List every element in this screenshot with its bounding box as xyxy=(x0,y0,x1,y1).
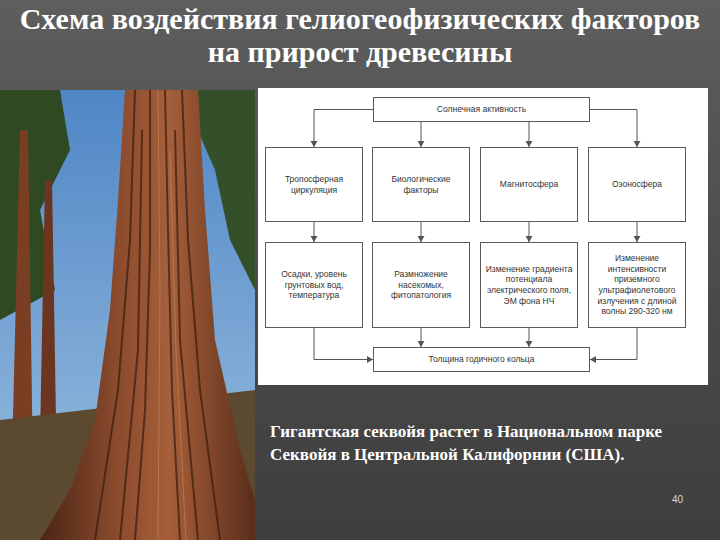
sequoia-trunk xyxy=(40,90,255,540)
sky xyxy=(0,90,255,540)
bark-furrows xyxy=(95,90,220,540)
factor-box: Тропосферная циркуляция xyxy=(265,147,363,222)
box-text: Биологические факторы xyxy=(377,174,465,195)
box-text: Магнитосфера xyxy=(485,179,573,190)
sequoia-photo xyxy=(0,90,255,540)
factor-box: Размножение насекомых, фитопатология xyxy=(372,242,470,328)
factor-box: Магнитосфера xyxy=(480,147,578,222)
photo-caption: Гигантская секвойя растет в Национальном… xyxy=(270,420,700,466)
diagram-panel xyxy=(258,88,708,385)
arrowhead xyxy=(590,356,596,363)
box-text: Солнечная активность xyxy=(378,104,585,115)
factor-box: Изменение интенсивности приземного ультр… xyxy=(588,242,686,328)
foliage xyxy=(0,90,70,320)
box-text: Изменение интенсивности приземного ультр… xyxy=(593,253,681,317)
slide-title: Схема воздействия гелиогеофизических фак… xyxy=(4,2,716,68)
box-text: Тропосферная циркуляция xyxy=(270,174,358,195)
page-number: 40 xyxy=(672,494,683,505)
connector xyxy=(314,328,373,360)
factor-box: Осадки, уровень грунтовых вод, температу… xyxy=(265,242,363,328)
factor-box: Биологические факторы xyxy=(372,147,470,222)
summary-box: Толщина годичного кольца xyxy=(373,347,590,372)
box-text: Осадки, уровень грунтовых вод, температу… xyxy=(270,269,358,301)
connector xyxy=(314,110,373,148)
bark-highlights xyxy=(158,90,186,540)
box-text: Размножение насекомых, фитопатология xyxy=(377,269,465,301)
factor-box: Озоносфера xyxy=(588,147,686,222)
connector xyxy=(590,110,637,148)
summary-box: Солнечная активность xyxy=(373,97,590,122)
box-text: Толщина годичного кольца xyxy=(378,354,585,365)
box-text: Изменение градиента потенциала электриче… xyxy=(485,264,573,307)
connector xyxy=(590,328,637,360)
box-text: Озоносфера xyxy=(593,179,681,190)
factor-box: Изменение градиента потенциала электриче… xyxy=(480,242,578,328)
